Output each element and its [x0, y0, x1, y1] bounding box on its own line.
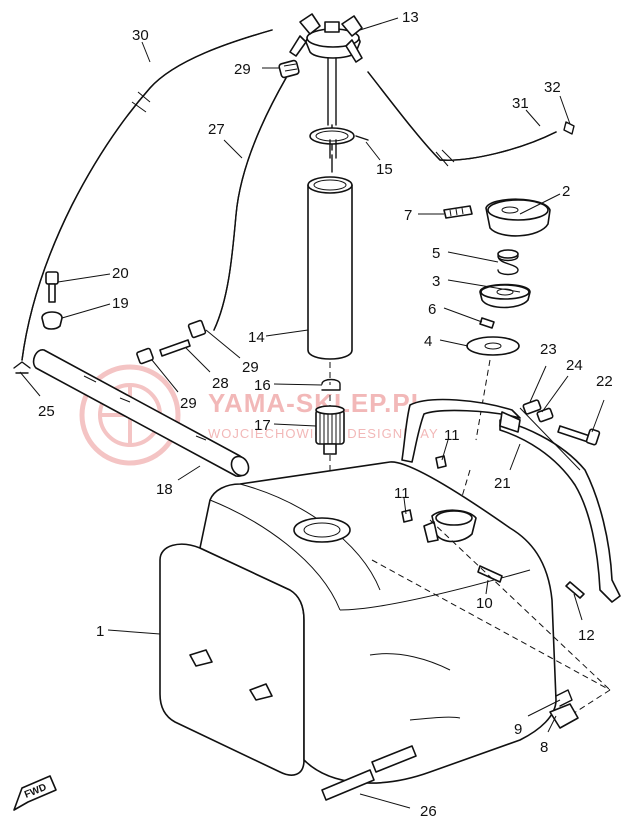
fwd-arrow-icon: FWD: [13, 775, 57, 811]
fuel-filter-17: [315, 405, 345, 455]
callout-labels: 1 2 3 4 5 6 7 8 9 10 11 11 12 13 14 15 1…: [38, 9, 613, 820]
fuel-fitting: [423, 509, 477, 543]
callout-29b: 29: [180, 395, 197, 412]
callout-2: 2: [562, 183, 570, 200]
callout-11b: 11: [394, 485, 410, 502]
callout-29a: 29: [234, 61, 251, 78]
tank-band-21: [401, 398, 621, 603]
callout-32: 32: [544, 79, 561, 96]
callout-10: 10: [476, 595, 493, 612]
screw-11b: [401, 509, 413, 523]
callout-30: 30: [132, 27, 149, 44]
spring-5: [497, 249, 519, 276]
callout-18: 18: [156, 481, 173, 498]
clip-9: [555, 689, 573, 707]
callout-13: 13: [402, 9, 419, 26]
callout-4: 4: [424, 333, 432, 350]
callout-6: 6: [428, 301, 436, 318]
clip-25: [13, 361, 31, 374]
assembly-line-8-9: [371, 519, 611, 723]
bolt-10: [477, 565, 503, 583]
clip-32: [563, 121, 575, 135]
callout-26: 26: [420, 803, 437, 820]
callout-7: 7: [404, 207, 412, 224]
callout-28: 28: [212, 375, 229, 392]
clamp-29-top: [278, 59, 300, 79]
callout-1: 1: [96, 623, 104, 640]
screw-7: [443, 205, 473, 219]
strainer-tube-14: [307, 176, 353, 360]
callout-3: 3: [432, 273, 440, 290]
callout-8: 8: [540, 739, 548, 756]
pump-cap-13: [289, 13, 363, 63]
callout-15: 15: [376, 161, 393, 178]
hose-27: [213, 77, 287, 331]
clip-ring-15: [309, 127, 369, 159]
callout-5: 5: [432, 245, 440, 262]
callout-21: 21: [494, 475, 511, 492]
bolt-22: [557, 425, 601, 446]
grommet-8: [549, 703, 579, 729]
callout-23: 23: [540, 341, 557, 358]
callout-14: 14: [248, 329, 265, 346]
tube-26: [321, 745, 417, 801]
callout-29c: 29: [242, 359, 259, 376]
pickup-tube: [327, 57, 337, 126]
hose-31: [367, 71, 557, 161]
hose-30: [21, 29, 273, 361]
callout-25: 25: [38, 403, 55, 420]
clip-16: [321, 378, 341, 391]
callout-20: 20: [112, 265, 129, 282]
cover-2: [485, 198, 551, 237]
callout-27: 27: [208, 121, 225, 138]
washer-3: [479, 283, 531, 309]
leader-lines: [19, 17, 605, 809]
callout-22: 22: [596, 373, 613, 390]
bolt-20: [45, 271, 59, 303]
fuel-tank-1: [159, 461, 557, 784]
callout-12: 12: [578, 627, 595, 644]
callout-31: 31: [512, 95, 529, 112]
callout-9: 9: [514, 721, 522, 738]
screw-11a: [435, 455, 447, 469]
callout-11a: 11: [444, 427, 460, 444]
callout-19: 19: [112, 295, 129, 312]
screw-28: [136, 319, 207, 365]
collar-23: [522, 399, 542, 415]
callout-16: 16: [254, 377, 271, 394]
callout-17: 17: [254, 417, 271, 434]
callout-24: 24: [566, 357, 583, 374]
pin-6: [479, 317, 495, 329]
bolt-12: [565, 581, 585, 599]
washer-19: [41, 311, 63, 330]
gasket-4: [466, 336, 520, 356]
guard-18: [32, 349, 250, 477]
watermark-logo-icon: [79, 364, 181, 466]
